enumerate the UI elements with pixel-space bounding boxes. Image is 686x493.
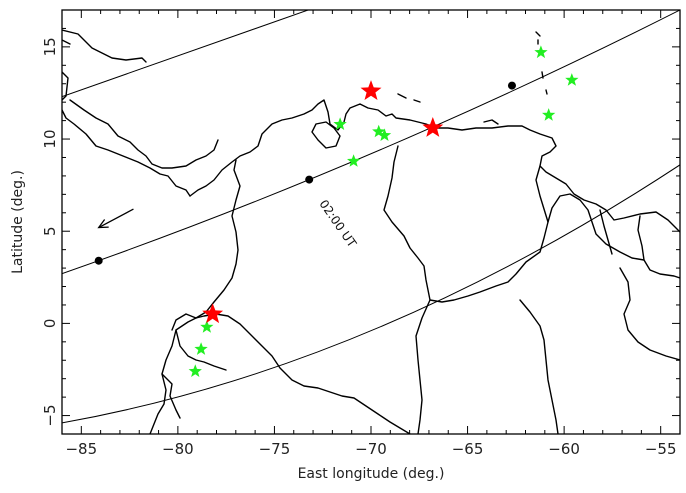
- direction-arrow: [97, 208, 134, 229]
- coastline-2: [62, 71, 69, 101]
- green-star-9: [194, 342, 208, 355]
- green-star-7: [542, 108, 556, 121]
- coastline-11: [599, 209, 613, 255]
- red-star-1: [360, 80, 382, 100]
- coastline-22: [535, 31, 541, 37]
- coastline-9: [429, 193, 680, 303]
- coastline-19: [397, 93, 407, 99]
- y-tick-label: −5: [41, 405, 59, 427]
- y-axis-label: Latitude (deg.): [10, 170, 26, 274]
- arrow-shaft: [98, 208, 134, 229]
- coastline-16: [175, 329, 227, 371]
- x-tick-label: −65: [452, 440, 484, 458]
- coastline-15: [195, 313, 411, 434]
- coastline-6: [311, 121, 341, 149]
- axes: −85 −80 −75 −70 −65 −60 −55 −5 0 5 10 15: [41, 9, 681, 458]
- green-star-8: [200, 320, 214, 333]
- coastline-25: [545, 89, 548, 95]
- green-star-1: [333, 117, 347, 130]
- coastline-4: [69, 99, 219, 169]
- x-axis-label: East longitude (deg.): [298, 466, 445, 482]
- green-star-6: [565, 73, 579, 86]
- x-tick-label: −70: [355, 440, 387, 458]
- x-tick-label: −80: [162, 440, 194, 458]
- time-marker-1: [94, 256, 103, 265]
- coastlines: [62, 29, 680, 434]
- time-annotation: 02:00 UT: [316, 197, 359, 250]
- x-tick-label: −55: [645, 440, 677, 458]
- ground-track-1: [62, 10, 310, 98]
- time-marker-3: [507, 81, 516, 90]
- markers: 02:00 UT: [94, 45, 579, 377]
- time-marker-2: [305, 175, 314, 184]
- coastline-14: [161, 373, 181, 419]
- x-tick-label: −75: [259, 440, 291, 458]
- x-tick-label: −60: [548, 440, 580, 458]
- coastline-7: [149, 159, 241, 434]
- coastline-17: [519, 299, 559, 434]
- coastline-3: [62, 109, 191, 197]
- coastline-1: [62, 29, 147, 63]
- ground-track-2: [62, 10, 680, 275]
- arrow-head: [97, 219, 109, 229]
- green-star-3: [372, 124, 386, 138]
- coastline-26: [62, 39, 71, 45]
- coastline-18: [619, 267, 680, 361]
- coastline-10: [535, 165, 549, 223]
- green-star-2: [347, 154, 361, 167]
- coastline-20: [413, 99, 421, 103]
- y-tick-label: 10: [41, 129, 59, 148]
- red-star-3: [202, 303, 224, 324]
- ground-track-3: [62, 164, 680, 424]
- green-star-5: [534, 45, 548, 59]
- y-tick-label: 5: [41, 226, 59, 236]
- coastline-13: [171, 313, 197, 331]
- coastline-12: [637, 215, 645, 261]
- y-tick-label: 15: [41, 37, 59, 56]
- coastline-8: [383, 145, 431, 434]
- y-tick-label: 0: [41, 319, 59, 329]
- ground-tracks: [62, 10, 680, 424]
- red-star-2: [422, 117, 444, 137]
- coastline-5: [189, 99, 680, 233]
- green-star-4: [377, 128, 392, 141]
- x-tick-label: −85: [65, 440, 97, 458]
- coastline-21: [483, 119, 499, 125]
- green-star-10: [188, 364, 202, 377]
